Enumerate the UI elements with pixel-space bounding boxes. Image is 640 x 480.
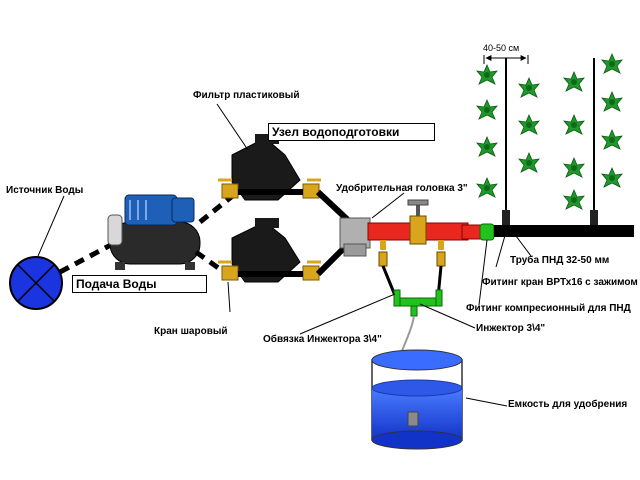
- pump-station: [107, 194, 201, 270]
- label-head: Удобрительная головка 3": [336, 183, 468, 194]
- label-spacing: 40-50 см: [483, 43, 520, 53]
- label-supply: Подача Воды: [72, 275, 207, 293]
- injector-bypass: [378, 251, 446, 299]
- label-injector: Инжектор 3\4": [476, 323, 546, 334]
- filter-top: [218, 134, 321, 201]
- water-source: [9, 256, 63, 310]
- label-unit: Узел водоподготовки: [268, 123, 435, 141]
- label-fitting-compression: Фитинг компресионный для ПНД: [466, 303, 631, 314]
- label-injector-bypass: Обвязка Инжектора 3\4": [263, 334, 382, 345]
- label-fitting-valve: Фитинг кран ВРТх16 с зажимом: [482, 277, 638, 288]
- drip-field: [476, 53, 623, 225]
- filter-bottom: [218, 218, 321, 283]
- injector: [393, 289, 443, 317]
- spacing-dimension: [483, 55, 529, 64]
- tee-fitting: [339, 217, 371, 257]
- main-pipe: [494, 225, 634, 237]
- pump-to-filter-bottom: [194, 249, 226, 275]
- label-source: Источник Воды: [6, 185, 84, 196]
- leader-lines: [37, 103, 532, 407]
- label-filter: Фильтр пластиковый: [193, 90, 300, 101]
- label-pipe: Труба ПНД 32-50 мм: [510, 255, 610, 266]
- head-valve: [380, 199, 444, 250]
- compression-fitting: [479, 223, 495, 241]
- fertilizer-tank: [371, 349, 463, 450]
- label-ball-valve: Кран шаровый: [154, 326, 228, 337]
- label-tank: Емкость для удобрения: [508, 399, 628, 410]
